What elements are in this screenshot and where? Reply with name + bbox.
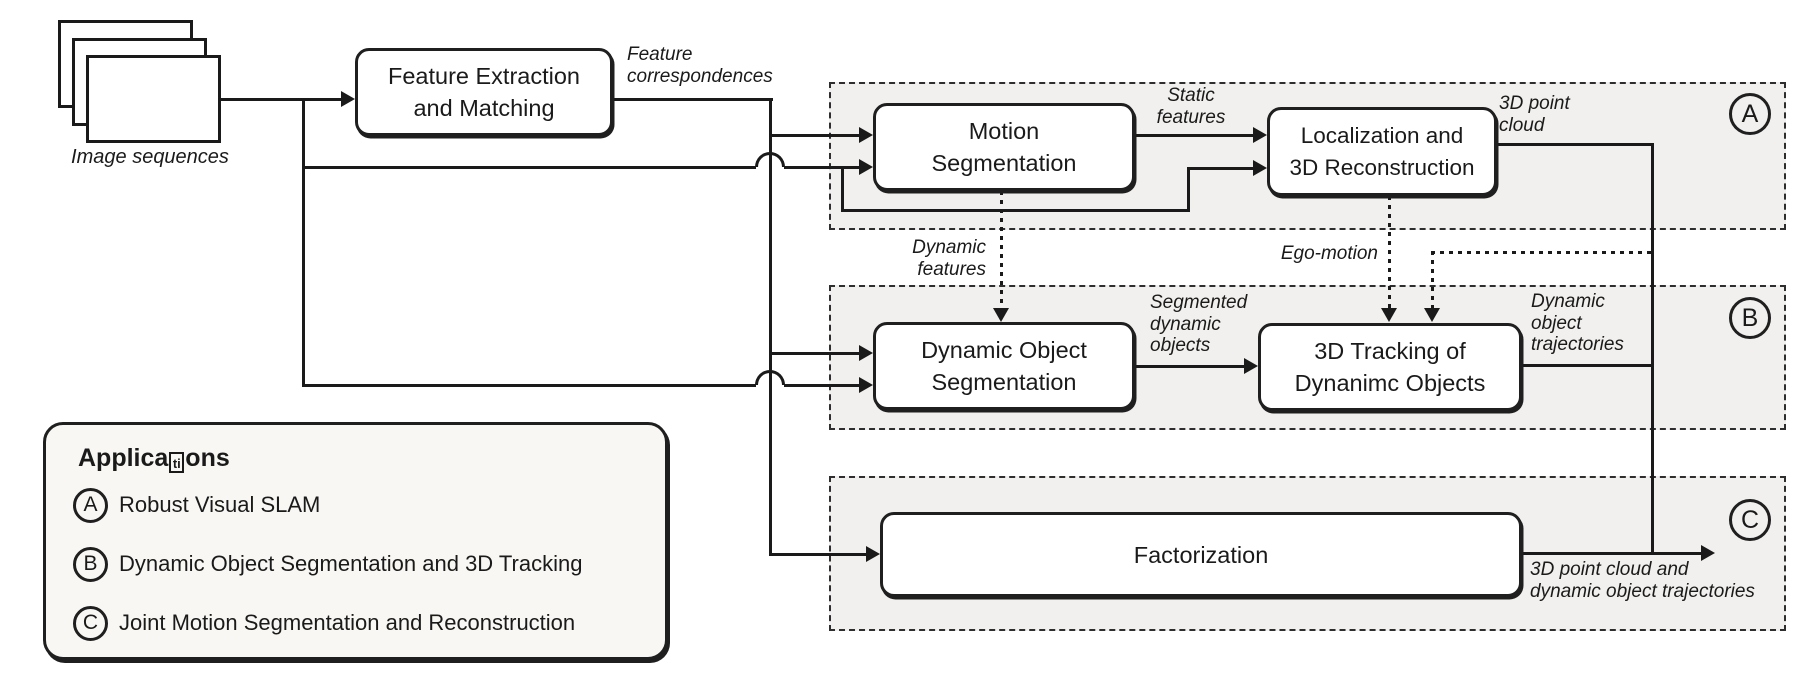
edge-bypass-horizontal bbox=[840, 208, 1190, 212]
label-dynamic-object-trajectories: Dynamic object trajectories bbox=[1531, 291, 1624, 355]
label-3d-point-cloud: 3D point cloud bbox=[1499, 93, 1570, 136]
edge-imgseq-branch-vertical bbox=[301, 97, 305, 387]
arrowhead bbox=[859, 377, 873, 393]
arrowhead bbox=[1253, 160, 1267, 176]
edge-featcorr-vertical bbox=[768, 97, 772, 556]
legend-item-a: A Robust Visual SLAM bbox=[73, 487, 320, 523]
edge-imgseq-to-dos-2 bbox=[784, 383, 860, 387]
node-3d-tracking: 3D Tracking of Dynanimc Objects bbox=[1258, 323, 1522, 411]
arrowhead bbox=[859, 127, 873, 143]
region-c-badge: C bbox=[1729, 499, 1771, 541]
label-feature-correspondences: Feature correspondences bbox=[627, 44, 773, 87]
edge-imgseq-to-dos bbox=[301, 383, 756, 387]
edge-bypass-down bbox=[840, 165, 844, 212]
node-localization: Localization and 3D Reconstruction bbox=[1267, 107, 1497, 196]
edge-imgseq-to-motionseg-2 bbox=[784, 165, 860, 169]
node-factorization: Factorization bbox=[880, 512, 1522, 597]
arrowhead bbox=[1701, 545, 1715, 561]
label-ego-motion: Ego-motion bbox=[1280, 243, 1378, 264]
label-segmented-dynamic-objects: Segmented dynamic objects bbox=[1150, 292, 1248, 356]
node-feature-extraction: Feature Extraction and Matching bbox=[355, 48, 613, 136]
missing-ligature-glyph: ti bbox=[169, 452, 185, 473]
region-b-badge: B bbox=[1729, 297, 1771, 339]
edge-localization-output bbox=[1497, 142, 1654, 146]
edge-featcorr-to-motionseg bbox=[768, 133, 861, 137]
arrowhead bbox=[1244, 358, 1258, 374]
edge-featcorr-to-dos bbox=[768, 351, 861, 355]
image-frame-front bbox=[86, 55, 221, 143]
image-sequences-label: Image sequences bbox=[71, 146, 229, 168]
arrowhead bbox=[859, 159, 873, 175]
edge-ego-motion-dotted bbox=[1387, 196, 1391, 310]
edge-pointcloud-dotted-horizontal bbox=[1430, 250, 1652, 254]
arrowhead-down bbox=[993, 308, 1009, 322]
arrowhead-down bbox=[1381, 308, 1397, 322]
edge-tracking-output bbox=[1522, 363, 1654, 367]
edge-bypass-up bbox=[1186, 166, 1190, 212]
legend-badge-c: C bbox=[73, 605, 108, 641]
legend-item-c: C Joint Motion Segmentation and Reconstr… bbox=[73, 605, 575, 641]
edge-dos-to-tracking bbox=[1135, 364, 1246, 368]
edge-factorization-output bbox=[1522, 551, 1702, 555]
arrowhead bbox=[1253, 127, 1267, 143]
edge-imgseq-to-motionseg bbox=[301, 165, 756, 169]
arrowhead bbox=[859, 345, 873, 361]
legend-text-b: Dynamic Object Segmentation and 3D Track… bbox=[119, 551, 583, 576]
arrowhead-down bbox=[1424, 308, 1440, 322]
edge-motionseg-to-localization bbox=[1135, 133, 1254, 137]
edge-bypass-to-localization bbox=[1186, 166, 1255, 170]
edge-imgseq-to-fe bbox=[219, 97, 343, 101]
region-a-badge: A bbox=[1729, 93, 1771, 135]
edge-dynamic-features-dotted bbox=[999, 191, 1003, 310]
label-static-features: Static features bbox=[1156, 85, 1226, 128]
legend-badge-a: A bbox=[73, 487, 108, 523]
node-dynamic-object-segmentation: Dynamic Object Segmentation bbox=[873, 322, 1135, 410]
legend-text-a: Robust Visual SLAM bbox=[119, 492, 321, 517]
label-dynamic-features: Dynamic features bbox=[912, 237, 986, 280]
legend-item-b: B Dynamic Object Segmentation and 3D Tra… bbox=[73, 546, 582, 582]
legend-text-c: Joint Motion Segmentation and Reconstruc… bbox=[119, 610, 576, 635]
label-final-output: 3D point cloud and dynamic object trajec… bbox=[1530, 559, 1755, 602]
legend-badge-b: B bbox=[73, 546, 108, 582]
arrowhead bbox=[341, 91, 355, 107]
edge-fe-output bbox=[613, 97, 773, 101]
arrowhead bbox=[866, 546, 880, 562]
edge-featcorr-to-factorization bbox=[768, 552, 868, 556]
node-motion-segmentation: Motion Segmentation bbox=[873, 103, 1135, 191]
edge-pointcloud-dotted-vertical bbox=[1430, 250, 1434, 311]
edge-pointcloud-vertical bbox=[1651, 142, 1654, 555]
